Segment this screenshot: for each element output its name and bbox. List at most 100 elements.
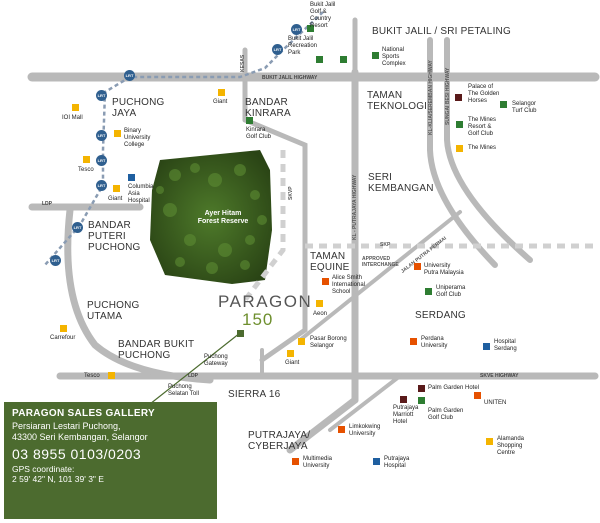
area-bandar-puteri-puchong: BANDAR PUTERI PUCHONG [88,220,141,253]
sales-address-line-2: 43300 Seri Kembangan, Selangor [12,432,148,442]
marker-putrajaya-hospital [373,458,380,465]
marker-palace-golden-horses [455,94,462,101]
label-forest-reserve: Ayer Hitam Forest Reserve [197,210,249,225]
poi-bukit-jalil-rec: Bukit Jalil Recreation Park [288,36,318,56]
marker-bukit-jalil-golf [307,25,314,32]
lrt-station-marker: LRT [124,70,135,81]
poi-putrajaya-marriott: Putrajaya Marriott Hotel [393,405,419,425]
poi-kinrara-golf: Kinrara Golf Club [246,127,272,140]
skvp-dashed-road [243,150,286,302]
poi-giant-serdang: Giant [285,360,300,366]
poi-giant-puchong: Giant [108,196,123,202]
lrt-station-marker: LRT [96,155,107,166]
poi-columbia-hospital: Columbia Asia Hospital [128,184,154,204]
label-bukit-jalil-highway: BUKIT JALIL HIGHWAY [262,75,318,81]
lrt-station-marker: LRT [50,255,61,266]
poi-the-mines: The Mines [468,145,497,151]
lrt-station-marker: LRT [72,222,83,233]
label-skve-highway: SKVE HIGHWAY [480,373,519,379]
poi-bukit-jalil-golf: Bukit Jalil Golf & Country Resort [310,2,336,29]
poi-binary-college: Binary University College [124,128,151,148]
poi-palm-garden-hotel: Palm Garden Hotel [428,385,480,391]
poi-palace-golden-horses: Palace of The Golden Horses [468,84,500,104]
lrt-station-label: LRT [97,158,106,163]
jalan-putra-permai [298,210,462,342]
lrt-station-marker: LRT [96,90,107,101]
poi-giant-kinrara: Giant [213,99,228,105]
marker-multimedia-univ [292,458,299,465]
area-bukit-jalil-sri-petaling: BUKIT JALIL / SRI PETALING [372,26,511,37]
marker-uniten [474,392,481,399]
poi-perdana: Perdana University [421,336,448,349]
poi-upm: University Putra Malaysia [424,263,464,276]
sales-gps-value: 2 59' 42" N, 101 39' 3" E [12,474,104,484]
marker-mines-resort [456,121,463,128]
poi-multimedia-univ: Multimedia University [303,456,333,469]
label-ldp-bottom: LDP [188,373,198,379]
lrt-station-label: LRT [273,47,282,52]
poi-alice-smith: Alice Smith International School [332,275,366,295]
poi-selangor-turf: Selangor Turf Club [512,101,537,114]
marker-the-mines [456,145,463,152]
marker-giant-serdang [287,350,294,357]
marker-columbia-hospital [128,174,135,181]
area-bandar-bukit-puchong: BANDAR BUKIT PUCHONG [118,339,195,361]
marker-pasar-borong [298,338,305,345]
poi-hospital-serdang: Hospital Serdang [494,339,517,352]
label-sungai-besi: SUNGAI BESI HIGHWAY [445,67,451,125]
area-serdang: SERDANG [415,310,466,321]
marker-bukit-jalil-rec [316,56,323,63]
poi-limkokwing: Limkokwing University [349,424,381,437]
poi-tesco-top: Tesco [78,167,94,173]
label-approved-interchange: APPROVED INTERCHANGE [362,256,399,268]
poi-puchong-gateway: Puchong Gateway [204,354,228,367]
paragon-name: PARAGON [218,292,313,311]
marker-paragon [237,330,244,337]
sales-gps-label: GPS coordinate: [12,464,75,474]
marker-binary-college [114,130,121,137]
area-putrajaya-cyberjaya: PUTRAJAYA/ CYBERJAYA [248,430,311,452]
poi-putrajaya-hospital: Putrajaya Hospital [384,456,410,469]
marker-aeon [316,300,323,307]
label-ldp-top: LDP [42,201,52,207]
marker-bukit-jalil-rec-2 [340,56,347,63]
label-kesas: KESAS [240,54,246,72]
sales-gallery-box: PARAGON SALES GALLERY Persiaran Lestari … [4,402,217,519]
marker-limkokwing [338,426,345,433]
marker-kinrara-golf [246,117,253,124]
poi-mines-resort: The Mines Resort & Golf Club [468,117,497,137]
lrt-station-label: LRT [97,133,106,138]
lrt-station-marker: LRT [96,130,107,141]
poi-tesco-bottom: Tesco [84,373,100,379]
marker-carrefour [60,325,67,332]
poi-alamanda: Alamanda Shopping Centre [497,436,525,456]
marker-alamanda [486,438,493,445]
label-skvp: SKVP [288,186,294,200]
area-taman-equine: TAMAN EQUINE [310,251,350,273]
marker-tesco-bottom [108,372,115,379]
lrt-line [44,11,324,266]
marker-upm [414,263,421,270]
marker-alice-smith [322,278,329,285]
marker-perdana [410,338,417,345]
kinrara-road [242,117,308,363]
lrt-station-label: LRT [97,183,106,188]
lrt-station-label: LRT [125,73,134,78]
lrt-station-label: LRT [73,225,82,230]
kl-putrajaya-south [286,396,359,454]
area-sierra-16: SIERRA 16 [228,389,281,400]
sales-gallery-title: PARAGON SALES GALLERY [12,408,155,419]
lrt-station-marker: LRT [96,180,107,191]
marker-giant-kinrara [218,89,225,96]
marker-selangor-turf [500,101,507,108]
marker-giant-puchong [113,185,120,192]
marker-uniperama-golf [425,288,432,295]
marker-putrajaya-marriott [400,396,407,403]
marker-ioi-mall [72,104,79,111]
poi-ioi-mall: IOI Mall [62,115,83,121]
marker-palm-garden-golf [418,397,425,404]
poi-pasar-borong: Pasar Borong Selangor [310,336,347,349]
puchong-curve-road [64,206,214,384]
